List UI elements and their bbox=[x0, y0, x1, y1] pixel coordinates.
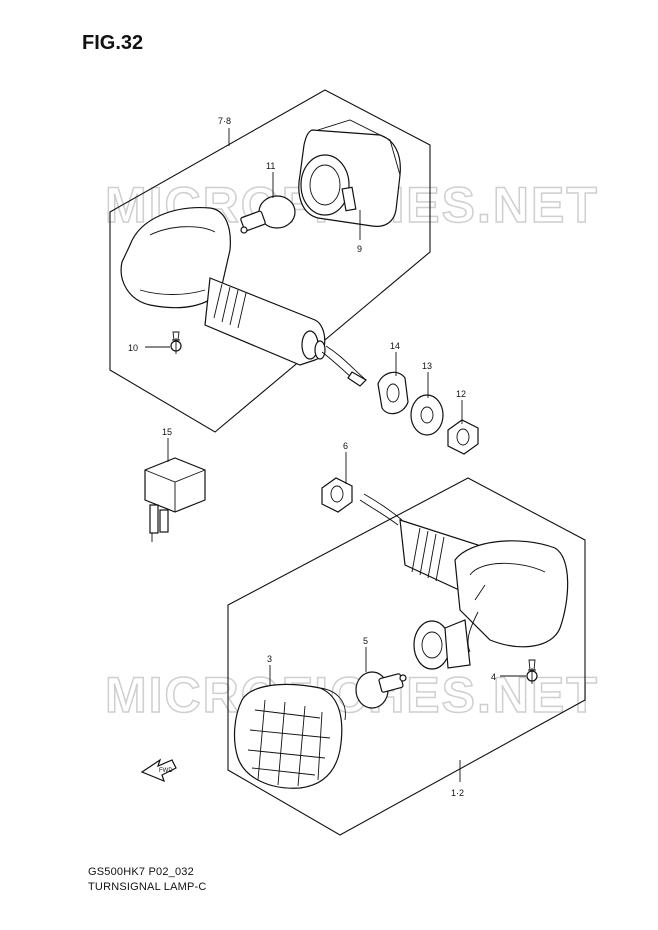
upper-lamp-housing bbox=[120, 206, 367, 387]
bulb-5 bbox=[355, 671, 407, 709]
callout-1-2: 1·2 bbox=[451, 788, 464, 798]
callout-9: 9 bbox=[357, 244, 362, 254]
fwd-label: FWD bbox=[159, 768, 173, 774]
callout-3: 3 bbox=[267, 654, 272, 664]
watermark-bottom: MICROFICHES.NET bbox=[105, 667, 599, 723]
nut-6 bbox=[321, 477, 353, 513]
nut-12 bbox=[447, 419, 479, 455]
callout-15: 15 bbox=[162, 427, 172, 437]
figure-caption: TURNSIGNAL LAMP-C bbox=[88, 881, 207, 893]
washer-13 bbox=[410, 394, 444, 436]
callout-4: 4 bbox=[491, 672, 496, 682]
socket-9 bbox=[298, 119, 401, 227]
model-code: GS500HK7 P02_032 bbox=[88, 866, 194, 878]
screw-10 bbox=[170, 331, 182, 354]
leader-lines bbox=[145, 128, 526, 782]
callout-10: 10 bbox=[128, 343, 138, 353]
lower-lamp-housing bbox=[359, 493, 569, 653]
callout-5: 5 bbox=[363, 636, 368, 646]
bulb-11 bbox=[240, 195, 296, 234]
callout-13: 13 bbox=[422, 361, 432, 371]
washer-14 bbox=[377, 371, 409, 415]
fwd-arrow-icon: FWD bbox=[140, 758, 177, 783]
lower-assembly-frame bbox=[227, 477, 586, 836]
figure-title: FIG.32 bbox=[82, 32, 144, 54]
callout-14: 14 bbox=[390, 341, 400, 351]
socket-lower bbox=[413, 619, 471, 670]
callout-7-8: 7·8 bbox=[218, 116, 231, 126]
upper-assembly-frame bbox=[109, 89, 431, 433]
callout-12: 12 bbox=[456, 389, 466, 399]
callout-11: 11 bbox=[266, 161, 275, 171]
screw-4 bbox=[526, 659, 538, 684]
lens-3 bbox=[233, 683, 346, 789]
relay-15 bbox=[144, 457, 206, 542]
callout-6: 6 bbox=[343, 441, 348, 451]
